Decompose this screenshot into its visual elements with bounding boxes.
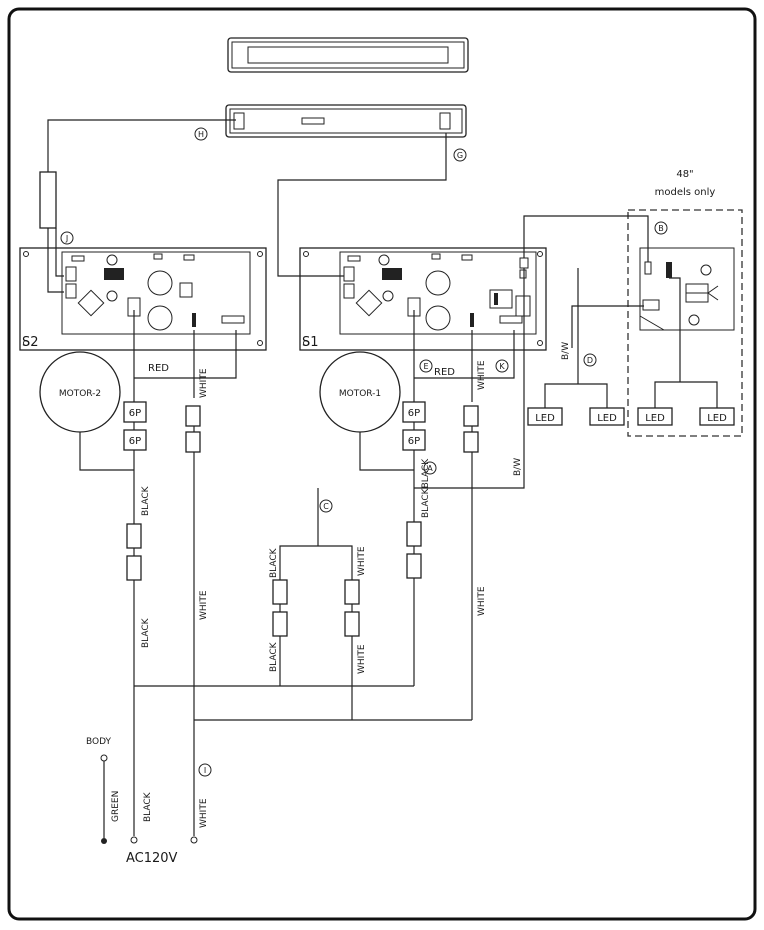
wire-label-red-s2: RED: [148, 363, 169, 374]
marker-b: B: [654, 221, 668, 235]
board-s1-label: S1: [302, 335, 319, 350]
diagram-frame: [7, 7, 757, 921]
wire-label-white-c-upper: WHITE: [357, 546, 367, 576]
svg-text:6P: 6P: [129, 408, 141, 419]
motor-1: MOTOR-1: [319, 351, 401, 433]
svg-text:E: E: [423, 362, 428, 371]
option-48-subtitle: models only: [655, 187, 716, 198]
wire-label-black-supply: BLACK: [143, 791, 153, 822]
motor-2-label: MOTOR-2: [59, 389, 101, 399]
connector-6p-s1-upper: 6P: [402, 401, 426, 423]
wire-label-blackblack-s1: BLACKBLACK: [421, 458, 431, 518]
board-s1: S1: [299, 247, 547, 351]
marker-e: E: [419, 359, 433, 373]
wire-label-white-s1-lower: WHITE: [477, 586, 487, 616]
connector-6p-s2-lower: 6P: [123, 429, 147, 451]
board-s2-label: S2: [22, 335, 39, 350]
led-2: LED: [589, 407, 625, 426]
led-1: LED: [527, 407, 563, 426]
svg-text:LED: LED: [535, 413, 555, 424]
board-s2: S2: [19, 247, 267, 351]
body-label: BODY: [86, 737, 112, 747]
marker-c: C: [319, 499, 333, 513]
marker-i: I: [198, 763, 212, 777]
svg-text:H: H: [198, 130, 204, 139]
wire-label-white-s2-lower: WHITE: [199, 590, 209, 620]
svg-text:LED: LED: [597, 413, 617, 424]
svg-text:J: J: [65, 234, 68, 243]
wire-label-black-s2-upper: BLACK: [141, 485, 151, 516]
svg-text:D: D: [587, 356, 593, 365]
wire-label-black-c-upper: BLACK: [269, 547, 279, 578]
marker-h: H: [194, 127, 208, 141]
wire-label-green: GREEN: [111, 791, 121, 822]
svg-text:I: I: [204, 766, 206, 775]
wires: [39, 119, 718, 844]
wire-label-black-s2-lower: BLACK: [141, 617, 151, 648]
svg-text:C: C: [323, 502, 329, 511]
svg-text:K: K: [499, 362, 505, 371]
option-48-box: 48" models only: [627, 169, 743, 437]
connector-6p-s1-lower: 6P: [402, 429, 426, 451]
wire-label-white-supply: WHITE: [199, 798, 209, 828]
option-48-title: 48": [676, 169, 693, 180]
wire-label-red-s1: RED: [434, 367, 455, 378]
svg-text:6P: 6P: [408, 436, 420, 447]
wire-label-white-c-lower: WHITE: [357, 644, 367, 674]
svg-text:B: B: [658, 224, 664, 233]
svg-text:LED: LED: [707, 413, 727, 424]
top-light-housing: [227, 37, 469, 73]
svg-text:6P: 6P: [408, 408, 420, 419]
motor-1-label: MOTOR-1: [339, 389, 381, 399]
wire-label-black-c-lower: BLACK: [269, 641, 279, 672]
marker-j: J: [60, 231, 74, 245]
wire-label-bw-lower: B/W: [513, 458, 523, 476]
wire-label-white-s2: WHITE: [199, 368, 209, 398]
marker-d: D: [583, 353, 597, 367]
marker-k: K: [495, 359, 509, 373]
svg-text:LED: LED: [645, 413, 665, 424]
motor-2: MOTOR-2: [39, 351, 121, 433]
svg-text:6P: 6P: [129, 436, 141, 447]
svg-text:A: A: [427, 464, 433, 473]
svg-text:G: G: [457, 151, 463, 160]
supply-label: AC120V: [126, 851, 178, 866]
wire-label-bw-upper: B/W: [561, 342, 571, 360]
marker-a: A: [423, 461, 437, 475]
control-strip: [225, 104, 467, 138]
wire-label-white-s1: WHITE: [477, 360, 487, 390]
led-3: LED: [637, 407, 673, 426]
connector-6p-s2-upper: 6P: [123, 401, 147, 423]
marker-g: G: [453, 148, 467, 162]
led-4: LED: [699, 407, 735, 426]
